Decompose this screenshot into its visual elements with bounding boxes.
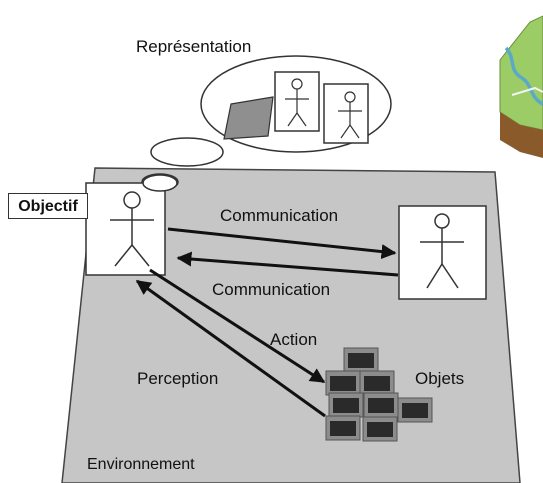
represented-environment — [223, 96, 274, 140]
objectif-label: Objectif — [8, 193, 88, 219]
arrow-perception — [135, 279, 326, 418]
representation-label: Représentation — [136, 37, 252, 56]
communication-out-label: Communication — [220, 206, 339, 225]
communication-in-label: Communication — [212, 280, 331, 299]
environnement-label: Environnement — [87, 456, 195, 473]
agent-card-other — [398, 205, 487, 300]
thought-bubble — [141, 55, 392, 191]
arrow-communication-out — [167, 227, 397, 260]
objets-label: Objets — [415, 369, 465, 388]
perception-label: Perception — [137, 369, 219, 388]
arrow-communication-in — [176, 251, 399, 277]
action-label: Action — [270, 330, 318, 349]
agent-card-main — [85, 174, 178, 276]
arrow-action — [149, 268, 326, 384]
agent-small-bubble — [142, 174, 178, 192]
terrain-map-logo — [499, 15, 543, 158]
objects-pile — [325, 347, 433, 442]
represented-agent-card-2 — [323, 83, 369, 144]
